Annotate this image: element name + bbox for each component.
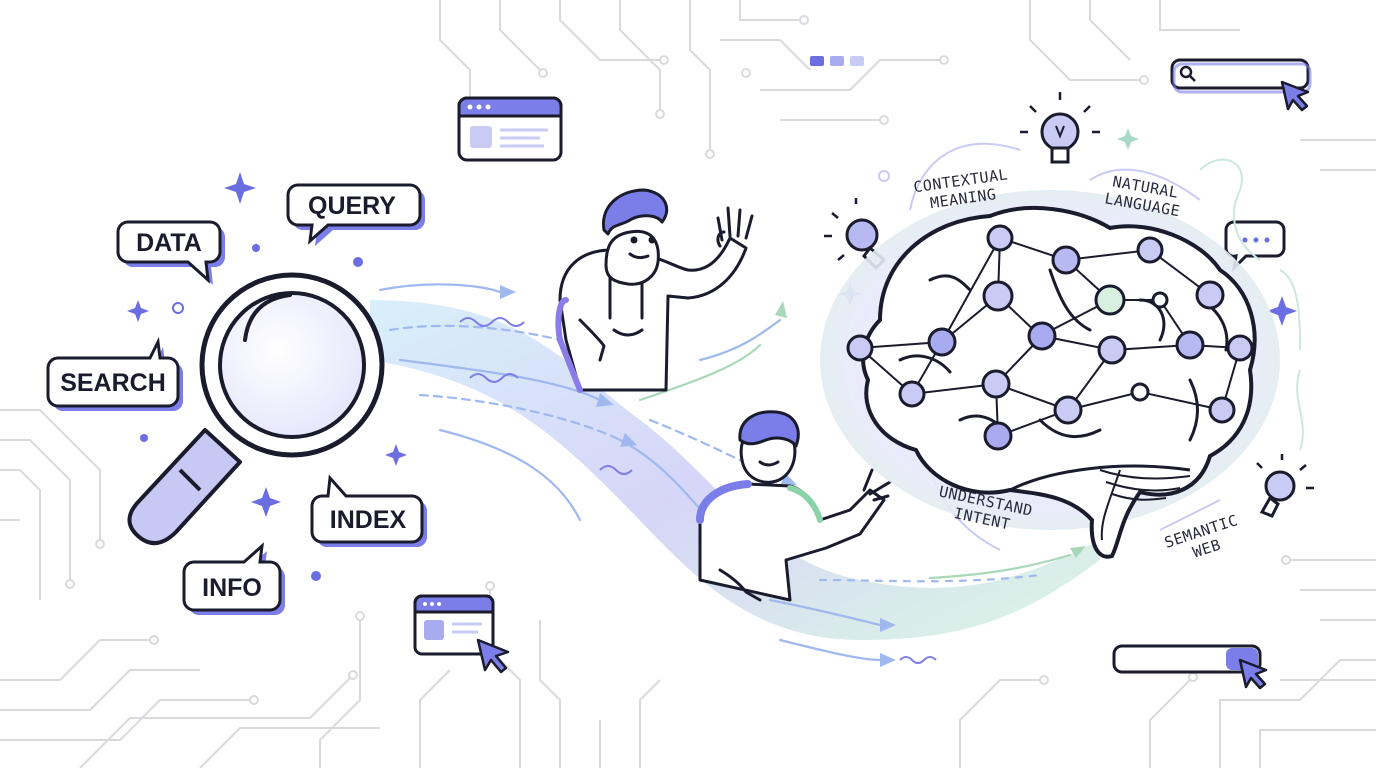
bubble-index-label: INDEX: [330, 506, 407, 534]
sparkle-icon: [127, 128, 1297, 581]
bubble-query-label: QUERY: [308, 192, 396, 220]
browser-window-icon: [457, 96, 563, 162]
bubble-data: DATA: [116, 220, 225, 285]
cursor-icon: [476, 638, 510, 674]
person-waving: [555, 188, 754, 393]
chat-icon: [1224, 220, 1286, 273]
data-flow-ribbon: [370, 283, 1100, 667]
person-pointing: [696, 410, 892, 602]
bubble-info: INFO: [182, 542, 285, 615]
decorative-swirls: [909, 142, 1304, 551]
label-semantic-web: SEMANTIC WEB: [1162, 511, 1240, 561]
bubble-data-label: DATA: [136, 229, 202, 257]
bubble-info-label: INFO: [202, 574, 262, 602]
bubble-query: QUERY: [286, 183, 425, 246]
bubble-search-label: SEARCH: [60, 369, 166, 397]
cursor-icon: [1238, 658, 1268, 690]
search-bar-icon: [1170, 58, 1312, 112]
lightbulb-icon: [1256, 454, 1314, 518]
magnifier-icon: [127, 272, 385, 545]
bubble-search: SEARCH: [46, 336, 183, 411]
bubble-index: INDEX: [310, 474, 427, 547]
cursor-icon: [1280, 80, 1310, 112]
lightbulb-icon: [1020, 92, 1100, 164]
browser-window-icon: [413, 594, 495, 656]
loading-dots: [810, 56, 864, 66]
brain-network-icon: [820, 190, 1280, 559]
search-bar-icon: [1112, 644, 1268, 690]
